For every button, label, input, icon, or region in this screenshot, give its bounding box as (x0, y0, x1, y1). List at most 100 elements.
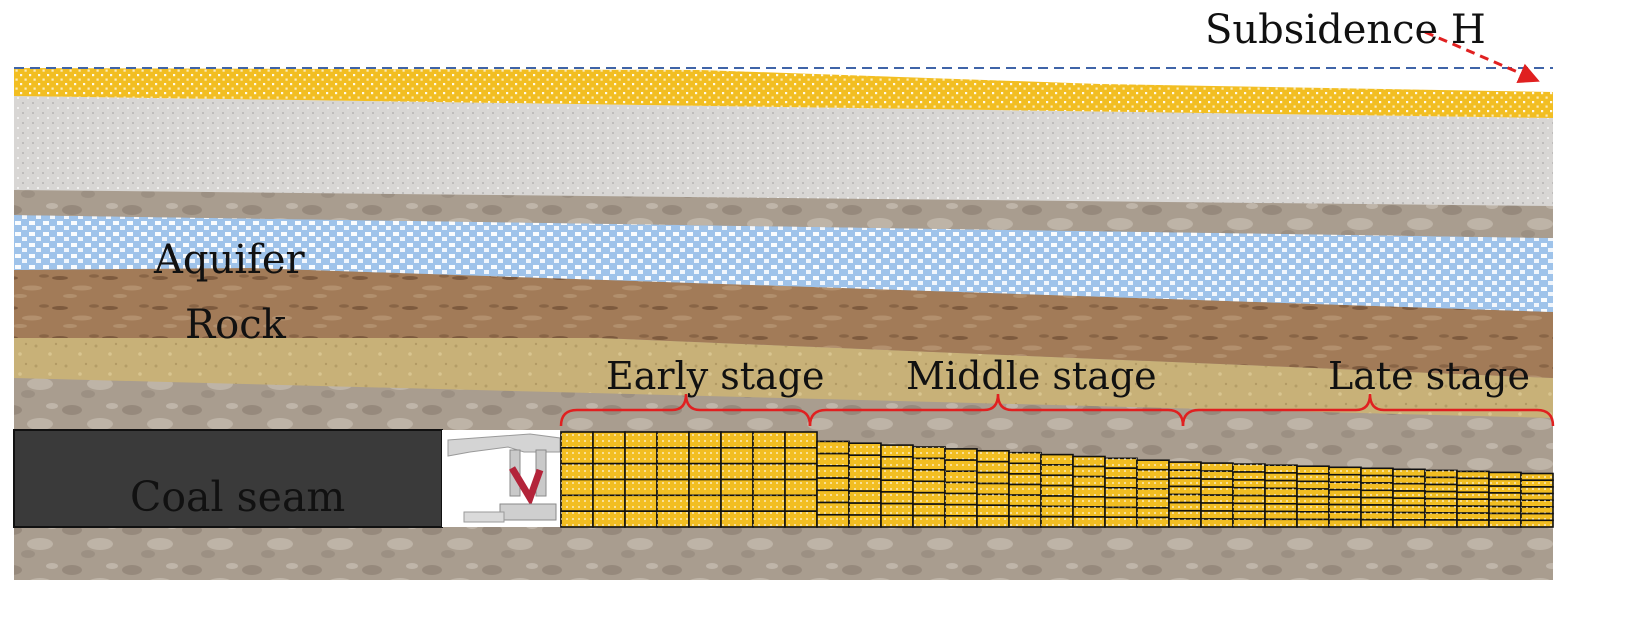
backfill-block-texture (1105, 497, 1137, 508)
backfill-block-texture (913, 481, 945, 493)
backfill-block-texture (881, 445, 913, 457)
backfill-block-texture (1297, 504, 1329, 512)
backfill-block-texture (1073, 496, 1105, 507)
backfill-block-texture (913, 458, 945, 470)
backfill-block-texture (1425, 477, 1457, 485)
backfill-block-texture (1041, 464, 1073, 476)
backfill-block-texture (1009, 505, 1041, 517)
backfill-block-texture (625, 463, 657, 480)
backfill-block-texture (561, 511, 593, 527)
backfill-block-texture (721, 447, 753, 464)
backfill-block-texture (1489, 520, 1521, 527)
backfill-block-texture (1265, 511, 1297, 520)
backfill-block-texture (881, 503, 913, 516)
backfill-block-texture (625, 495, 657, 512)
backfill-block-texture (1265, 465, 1297, 473)
backfill-block-texture (689, 511, 721, 527)
backfill-block-texture (849, 455, 881, 468)
backfill-block-texture (561, 495, 593, 512)
surface-sand-layer (14, 68, 1553, 118)
backfill-block-texture (1073, 516, 1105, 527)
backfill-block-texture (1201, 495, 1233, 504)
backfill-block-texture (1169, 494, 1201, 503)
backfill-block-texture (1393, 505, 1425, 513)
backfill-block-texture (1073, 486, 1105, 497)
backfill-block-texture (1297, 511, 1329, 520)
backfill-block-texture (593, 479, 625, 496)
backfill-block-texture (1361, 497, 1393, 505)
backfill-block-texture (1233, 511, 1265, 520)
backfill-block-texture (1041, 496, 1073, 507)
backfill-block-texture (1457, 492, 1489, 500)
subsidence-arrow (1424, 30, 1540, 83)
backfill-block-texture (1393, 469, 1425, 477)
backfill-block-texture (817, 441, 849, 454)
backfill-block-texture (1105, 468, 1137, 478)
backfill-block-texture (1265, 519, 1297, 527)
backfill-block-texture (977, 494, 1009, 506)
backfill-block-texture (1521, 473, 1553, 481)
backfill-block-texture (977, 483, 1009, 495)
backfill-block-texture (657, 511, 689, 527)
backfill-block-texture (1169, 518, 1201, 527)
backfill-block-texture (753, 511, 785, 527)
late-stage-label: Late stage (1328, 354, 1530, 398)
backfill-block-texture (1265, 488, 1297, 497)
backfill-block-texture (1361, 519, 1393, 527)
backfill-block-texture (1201, 479, 1233, 488)
backfill-block-texture (1361, 475, 1393, 483)
backfill-block-texture (785, 511, 817, 527)
backfill-block-texture (1233, 464, 1265, 472)
backfill-block-texture (1073, 476, 1105, 487)
backfill-block-texture (1009, 484, 1041, 496)
backfill-block-texture (817, 478, 849, 491)
backfill-block-texture (817, 465, 849, 478)
backfill-block-texture (881, 491, 913, 504)
backfill-block-texture (945, 493, 977, 505)
brown-rock-stratum (14, 268, 1553, 378)
backfill-block-texture (593, 511, 625, 527)
backfill-zone (560, 431, 1554, 528)
backfill-block-texture (1361, 490, 1393, 498)
backfill-block-texture (785, 463, 817, 480)
khaki-rock-stratum (14, 338, 1553, 418)
middle-stage-bracket (808, 393, 1185, 427)
backfill-block-texture (1265, 503, 1297, 512)
backfill-block-texture (913, 492, 945, 505)
backfill-block-texture (1361, 483, 1393, 491)
backfill-block-texture (1201, 463, 1233, 472)
backfill-block-texture (785, 432, 817, 448)
backfill-block-texture (689, 447, 721, 464)
backfill-block-texture (785, 495, 817, 512)
backfill-block-texture (1361, 512, 1393, 520)
backfill-block-texture (721, 511, 753, 527)
backfill-block-texture (817, 453, 849, 466)
backfill-block-texture (689, 463, 721, 480)
backfill-block-texture (1393, 519, 1425, 527)
backfill-block-texture (1233, 519, 1265, 527)
backfill-block-texture (1201, 519, 1233, 527)
coal-seam-label: Coal seam (130, 473, 346, 521)
backfill-block-texture (1457, 513, 1489, 520)
early-stage-label: Early stage (606, 354, 825, 398)
backfill-block-texture (753, 479, 785, 496)
backfill-block-texture (1201, 503, 1233, 511)
backfill-block-texture (913, 515, 945, 527)
backfill-block-texture (1329, 482, 1361, 490)
mining-support (442, 430, 561, 527)
backfill-block-texture (1041, 454, 1073, 465)
backfill-block-texture (1297, 496, 1329, 505)
backfill-block-texture (1297, 519, 1329, 527)
backfill-block-texture (689, 479, 721, 496)
backfill-block-texture (1041, 506, 1073, 517)
backfill-block-texture (1233, 495, 1265, 504)
backfill-block-texture (689, 495, 721, 512)
backfill-block-texture (849, 443, 881, 456)
backfill-block-texture (1041, 485, 1073, 496)
backfill-block-texture (625, 432, 657, 448)
backfill-block-texture (625, 511, 657, 527)
backfill-block-texture (945, 471, 977, 483)
stage-brackets (559, 393, 1555, 427)
backfill-block-texture (1457, 506, 1489, 514)
backfill-block-texture (561, 479, 593, 496)
